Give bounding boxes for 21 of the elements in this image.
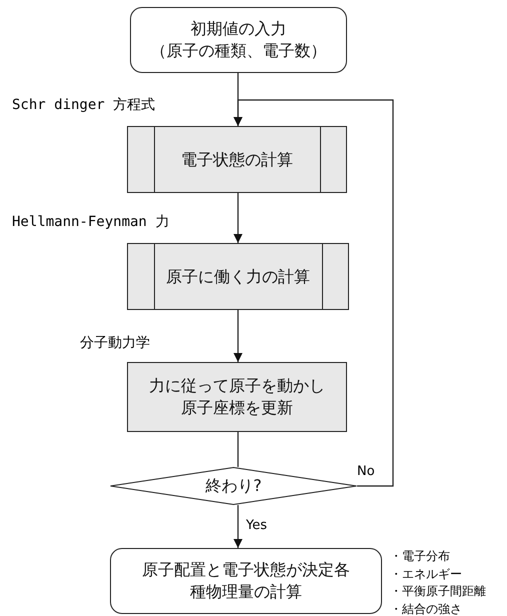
step-caption: 分子動力学: [80, 334, 150, 352]
step-caption: Schr dinger 方程式: [12, 96, 156, 114]
decision-diamond: [110, 467, 357, 505]
step-text: 原子に働く力の計算: [166, 266, 310, 288]
arrow: [234, 193, 242, 243]
arrow: [234, 505, 242, 548]
end-box: [110, 548, 382, 614]
process-box: [127, 126, 347, 193]
process-box: [127, 243, 349, 310]
step-text: 力に従って原子を動かし原子座標を更新: [148, 375, 326, 419]
step-text: 電子状態の計算: [181, 148, 293, 170]
step-text: 原子配置と電子状態が決定各種物理量の計算: [141, 559, 351, 603]
process-box: [127, 362, 347, 432]
edge-label: Yes: [244, 518, 269, 532]
step-text: 終わり?: [205, 475, 262, 497]
start-box: [130, 7, 347, 73]
arrow: [234, 99, 394, 487]
step-caption: Hellmann-Feynman 力: [12, 213, 170, 231]
step-text: 初期値の入力: [190, 18, 286, 40]
arrow: [234, 310, 242, 362]
step-text: （原子の種類、電子数）: [150, 40, 326, 62]
